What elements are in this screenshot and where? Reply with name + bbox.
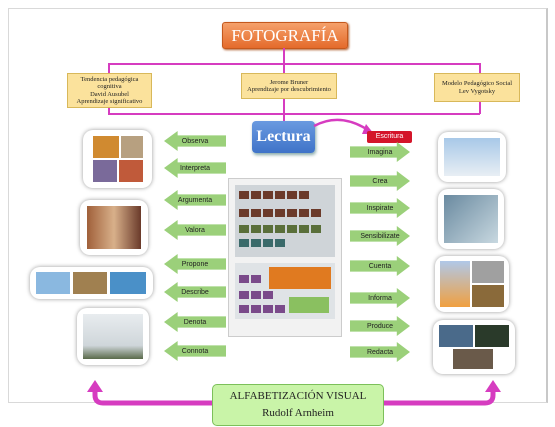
photo-card-food-family (83, 130, 152, 188)
drop-left (108, 63, 110, 73)
right-arrow-4: Sensibilizate (350, 226, 410, 246)
left-arrow-8: Connota (164, 341, 226, 361)
rise-left (108, 106, 110, 114)
left-arrow-7: Denota (164, 312, 226, 332)
poster-image (235, 185, 335, 319)
photo-card-scenery (433, 320, 515, 374)
left-arrow-2: Interpreta (164, 158, 226, 178)
theory-box-ausubel: Tendencia pedagógica cognitiva David Aus… (67, 73, 152, 108)
theory-box-vygotsky: Modelo Pedagógico Social Lev Vygotsky (434, 73, 520, 102)
escritura-node: Escritura (367, 131, 412, 143)
drop-right (479, 63, 481, 73)
lectura-stem (283, 113, 285, 122)
photo-card-birds-animals (30, 267, 153, 299)
left-arrow-6: Describe (164, 282, 226, 302)
right-arrow-5: Cuenta (350, 256, 410, 276)
rise-center (283, 98, 285, 114)
photo-card-couple (80, 200, 148, 255)
center-poster (228, 178, 342, 337)
top-connector (108, 63, 480, 65)
left-arrow-4: Valora (164, 220, 226, 240)
photo-card-fog-people (77, 308, 149, 365)
rise-right (479, 100, 481, 114)
right-arrow-6: Informa (350, 288, 410, 308)
footer-box: ALFABETIZACIÓN VISUAL Rudolf Arnheim (212, 384, 384, 426)
lectura-node: Lectura (252, 121, 315, 153)
theory-line: Aprendizaje significativo (76, 98, 143, 105)
title-stem (283, 48, 285, 64)
right-arrow-8: Redacta (350, 342, 410, 362)
left-arrow-1: Observa (164, 131, 226, 151)
theory-line: David Ausubel (90, 90, 129, 98)
drop-center (283, 63, 285, 73)
theory-line: Aprendizaje por descubrimiento (247, 86, 331, 93)
right-arrow-7: Produce (350, 316, 410, 336)
theory-line: cognitiva (97, 83, 122, 90)
photo-card-launch-tiger (435, 256, 509, 312)
theory-box-bruner: Jerome Bruner Aprendizaje por descubrimi… (241, 73, 337, 99)
right-arrow-1: Imagina (350, 142, 410, 162)
left-arrow-3: Argumenta (164, 190, 226, 210)
footer-arrows (87, 380, 501, 406)
photo-card-baby (438, 132, 506, 182)
diagram-title: FOTOGRAFÍA (222, 22, 348, 49)
left-arrow-5: Propone (164, 254, 226, 274)
bottom-connector (108, 113, 480, 115)
theory-line: Tendencia pedagógica (80, 75, 139, 83)
footer-author: Rudolf Arnheim (262, 407, 334, 419)
theory-line: Jerome Bruner (269, 78, 309, 86)
footer-title: ALFABETIZACIÓN VISUAL (229, 390, 367, 402)
right-arrow-2: Crea (350, 171, 410, 191)
theory-line: Lev Vygotsky (458, 87, 496, 95)
right-arrow-3: Inspirate (350, 198, 410, 218)
photo-card-window (438, 189, 504, 249)
theory-line: Modelo Pedagógico Social (441, 80, 513, 87)
